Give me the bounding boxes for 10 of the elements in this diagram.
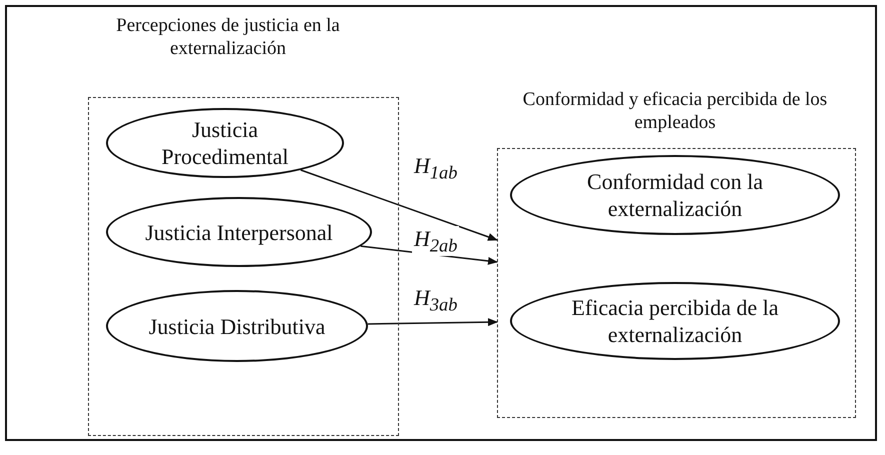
construct-label: Justicia Interpersonal xyxy=(145,218,333,246)
arrow xyxy=(300,169,498,241)
construct-label: Eficacia percibida de la externalización xyxy=(570,294,780,348)
construct-label: Justicia Distributiva xyxy=(148,312,326,340)
group-heading: Conformidad y eficacia percibida de los empleados xyxy=(522,88,828,134)
construct-label: Conformidad con la externalización xyxy=(586,168,764,222)
construct-label: Justicia Procedimental xyxy=(160,116,290,170)
edge-label: H$_{2ab}$ xyxy=(412,226,460,256)
arrow xyxy=(368,318,498,326)
group-heading: Percepciones de justicia en la externalización xyxy=(115,14,341,60)
